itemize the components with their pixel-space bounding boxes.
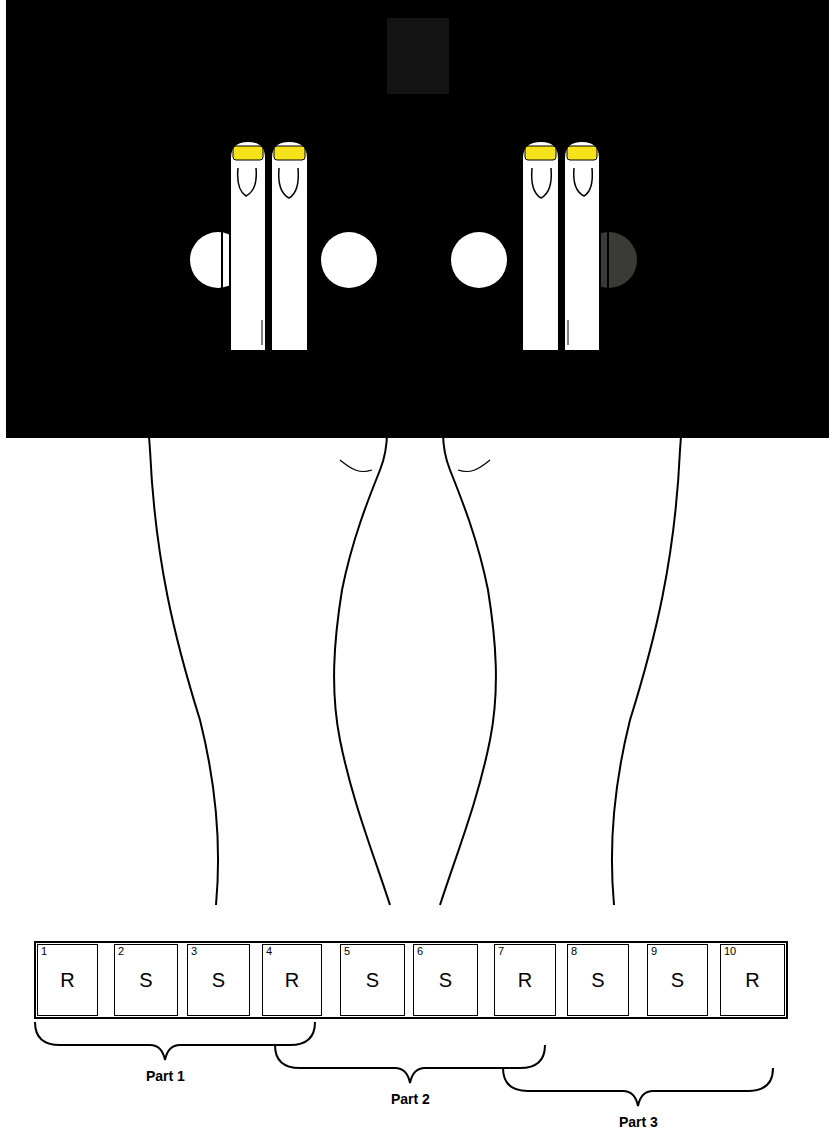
stimulus-circle [321, 232, 377, 288]
box-number: 8 [571, 946, 577, 957]
brace [503, 1068, 773, 1106]
trial-letter: S [414, 970, 477, 990]
box-number: 10 [724, 946, 736, 957]
stimulus-circle [451, 232, 507, 288]
part-label: Part 3 [617, 1114, 660, 1130]
part-label: Part 2 [389, 1091, 432, 1107]
right-hand [440, 128, 691, 905]
sequence-box: 1R [37, 944, 98, 1016]
sequence-box: 7R [494, 944, 556, 1016]
trial-letter: S [568, 970, 628, 990]
box-number: 3 [191, 946, 197, 957]
sequence-box: 5S [340, 944, 405, 1016]
brace [35, 1022, 315, 1060]
box-number: 2 [118, 946, 124, 957]
trial-letter: S [341, 970, 404, 990]
box-number: 9 [651, 946, 657, 957]
trial-letter: R [495, 970, 555, 990]
box-number: 5 [344, 946, 350, 957]
trial-letter: R [263, 970, 321, 990]
sequence-box: 8S [567, 944, 629, 1016]
sequence-box: 2S [114, 944, 178, 1016]
trial-letter: S [188, 970, 249, 990]
dim-square [387, 18, 449, 94]
part-label: Part 1 [144, 1068, 187, 1084]
box-number: 4 [266, 946, 272, 957]
box-number: 6 [417, 946, 423, 957]
sequence-frame [35, 942, 787, 1018]
box-number: 1 [41, 946, 47, 957]
sequence-box: 3S [187, 944, 250, 1016]
trial-letter: R [38, 970, 97, 990]
sequence-box: 6S [413, 944, 478, 1016]
sequence-box: 10R [720, 944, 785, 1016]
trial-letter: S [648, 970, 707, 990]
sequence-box: 4R [262, 944, 322, 1016]
trial-letter: R [721, 970, 784, 990]
left-hand [139, 128, 390, 905]
sequence-box: 9S [647, 944, 708, 1016]
box-number: 7 [498, 946, 504, 957]
screen-panel [6, 0, 829, 438]
trial-letter: S [115, 970, 177, 990]
